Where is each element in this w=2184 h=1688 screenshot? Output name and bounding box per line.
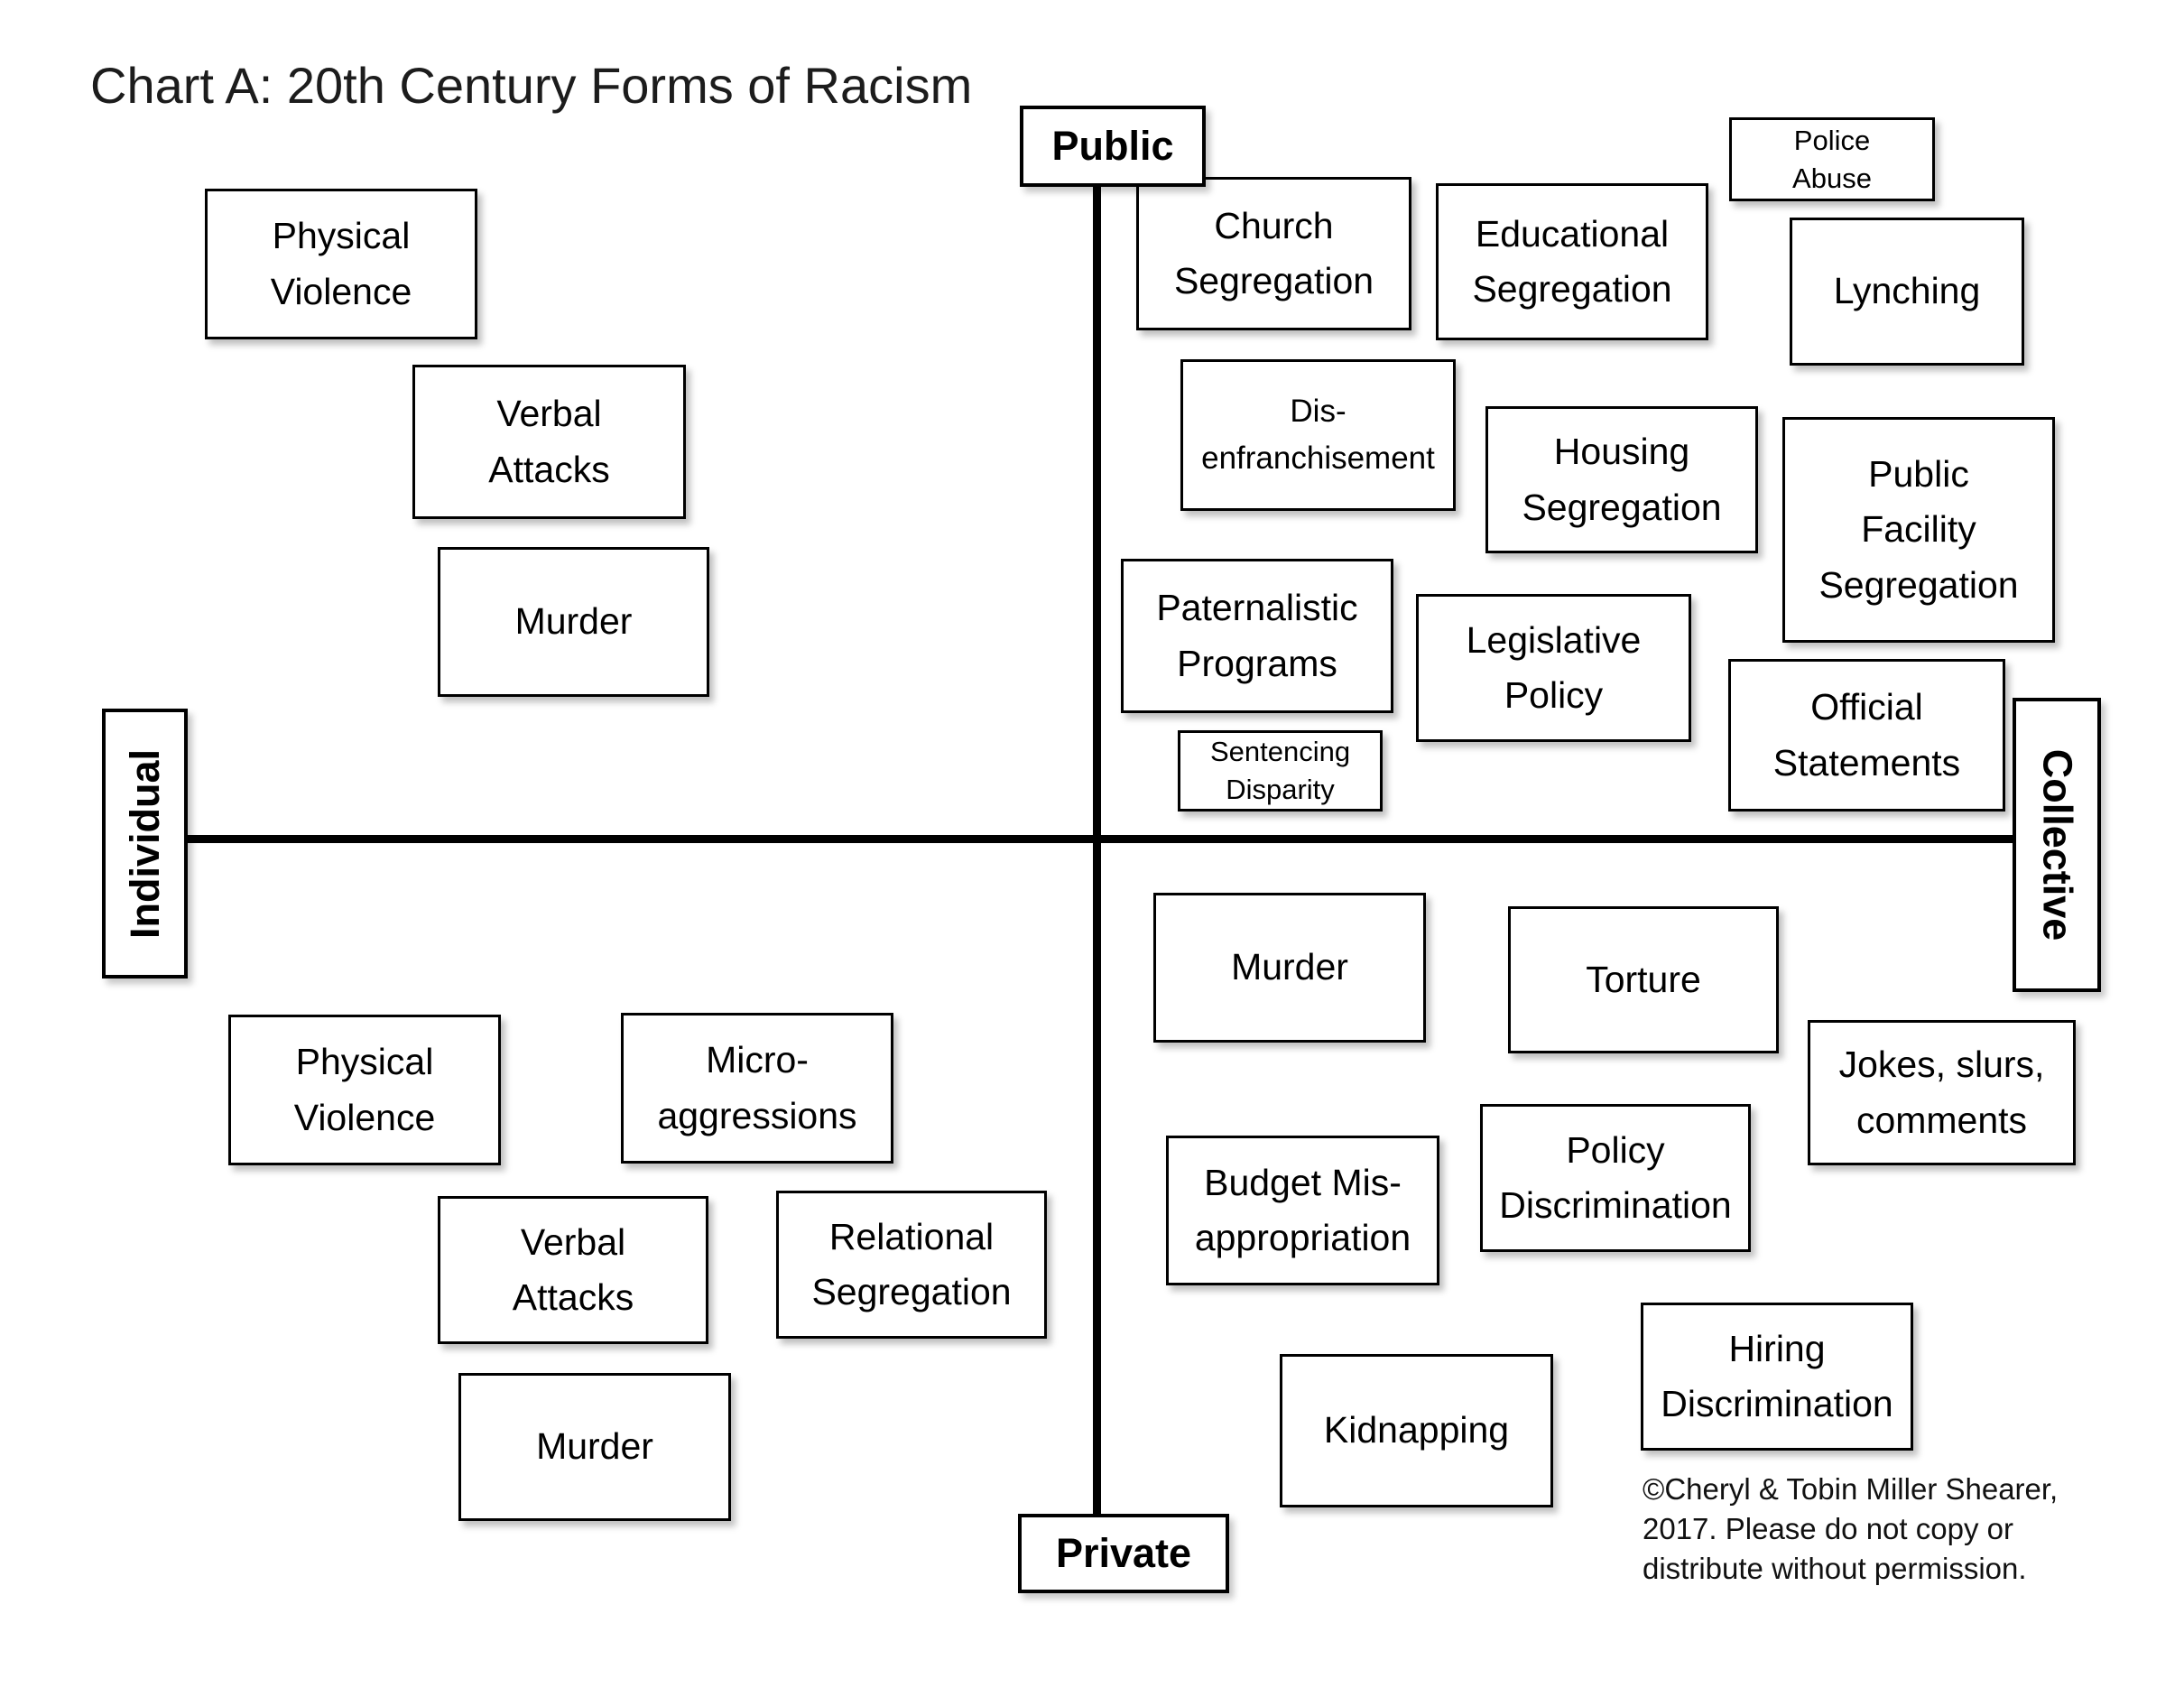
diagram-box-label-line: Torture <box>1586 958 1701 1000</box>
axis-label-individual-text: Individual <box>121 748 168 939</box>
diagram-box-label-line: Physical <box>295 1041 434 1082</box>
diagram-box-label-line: Official <box>1810 686 1923 728</box>
copyright-line: distribute without permission. <box>1643 1552 2027 1585</box>
diagram-box-label-line: Facility <box>1861 508 1976 551</box>
diagram-box-micro-aggressions: Micro-aggressions <box>621 1013 893 1164</box>
diagram-box-label-line: aggressions <box>657 1094 857 1136</box>
diagram-box-label-line: Verbal <box>520 1220 626 1263</box>
diagram-box-label-line: Sentencing <box>1209 736 1351 768</box>
diagram-box-label-line: Educational <box>1475 212 1670 255</box>
diagram-box-label-line: Budget Mis- <box>1204 1161 1402 1203</box>
diagram-box-label-line: Physical <box>272 215 411 256</box>
diagram-box-label-line: Murder <box>536 1425 653 1468</box>
chart-title: Chart A: 20th Century Forms of Racism <box>90 57 973 114</box>
diagram-box-murder-public-individual: Murder <box>438 547 709 697</box>
axis-label-private-text: Private <box>1055 1530 1192 1576</box>
diagram-box-label-line: Murder <box>1231 946 1348 988</box>
axis-label-individual: Individual <box>102 709 188 978</box>
diagram-box-label-line: Segregation <box>811 1271 1012 1312</box>
diagram-box-label-line: Verbal <box>496 393 602 434</box>
diagram-box-label-line: Relational <box>828 1215 995 1257</box>
diagram-box-label-line: Jokes, slurs, <box>1838 1043 2045 1085</box>
diagram-box-lynching: Lynching <box>1790 218 2024 366</box>
diagram-box-label-line: Micro- <box>706 1039 809 1081</box>
diagram-box-label-line: Attacks <box>512 1276 634 1318</box>
diagram-box-label-line: Segregation <box>1173 260 1374 301</box>
diagram-box-label-line: Housing <box>1553 431 1690 472</box>
diagram-box-torture: Torture <box>1508 906 1779 1053</box>
diagram-box-label-line: Violence <box>270 270 412 312</box>
diagram-box-budget-misappropriation: Budget Mis-appropriation <box>1166 1136 1439 1285</box>
copyright-line: ©Cheryl & Tobin Miller Shearer, <box>1643 1472 2059 1506</box>
diagram-box-label-line: Attacks <box>488 448 610 490</box>
diagram-box-label-line: Public <box>1868 452 1969 495</box>
diagram-box-label-line: Segregation <box>1522 486 1722 528</box>
diagram-box-label-line: Programs <box>1177 642 1337 684</box>
diagram-box-label-line: Hiring <box>1728 1327 1826 1369</box>
diagram-box-murder-private-individual: Murder <box>458 1373 731 1521</box>
diagram-box-label-line: Discrimination <box>1661 1383 1893 1424</box>
diagram-box-murder-private-collective: Murder <box>1153 893 1426 1043</box>
axis-label-collective: Collective <box>2013 698 2101 992</box>
copyright-line: 2017. Please do not copy or <box>1643 1512 2013 1545</box>
diagram-box-disenfranchisement: Dis-enfranchisement <box>1180 359 1456 511</box>
diagram-box-label-line: Lynching <box>1833 270 1981 312</box>
diagram-box-label-line: Church <box>1214 204 1334 246</box>
diagram-box-label-line: Policy <box>1566 1128 1665 1171</box>
copyright-notice: ©Cheryl & Tobin Miller Shearer, 2017. Pl… <box>1643 1470 2076 1589</box>
diagram-box-label-line: Disparity <box>1226 774 1335 805</box>
axis-label-collective-text: Collective <box>2034 748 2080 941</box>
diagram-box-label-line: Discrimination <box>1499 1184 1732 1226</box>
diagram-box-label-line: Segregation <box>1472 268 1672 310</box>
diagram-box-jokes-slurs-comments: Jokes, slurs, comments <box>1808 1020 2076 1165</box>
diagram-box-label-line: Policy <box>1504 674 1604 716</box>
diagram-box-label-line: Statements <box>1772 741 1961 784</box>
diagram-box-label-line: Paternalistic <box>1156 587 1358 628</box>
axis-label-public: Public <box>1020 106 1206 187</box>
diagram-box-label-line: Abuse <box>1792 162 1872 194</box>
axis-label-private: Private <box>1018 1514 1229 1593</box>
diagram-box-label-line: Kidnapping <box>1323 1409 1510 1451</box>
diagram-box-label-line: comments <box>1855 1099 2028 1141</box>
diagram-box-label-line: Segregation <box>1818 563 2019 606</box>
axis-label-public-text: Public <box>1051 123 1174 169</box>
vertical-axis-line <box>1093 177 1101 1516</box>
diagram-box-label-line: appropriation <box>1194 1217 1411 1258</box>
diagram-box-label-line: Murder <box>514 600 633 643</box>
diagram-box-label-line: Dis- <box>1290 393 1346 429</box>
diagram-box-label-line: Police <box>1793 124 1871 156</box>
diagram-box-label-line: Violence <box>293 1096 436 1138</box>
diagram-box-label-line: enfranchisement <box>1201 441 1435 476</box>
diagram-box-kidnapping: Kidnapping <box>1280 1354 1553 1507</box>
diagram-box-label-line: Legislative <box>1466 618 1642 661</box>
horizontal-axis-line <box>180 835 2014 843</box>
